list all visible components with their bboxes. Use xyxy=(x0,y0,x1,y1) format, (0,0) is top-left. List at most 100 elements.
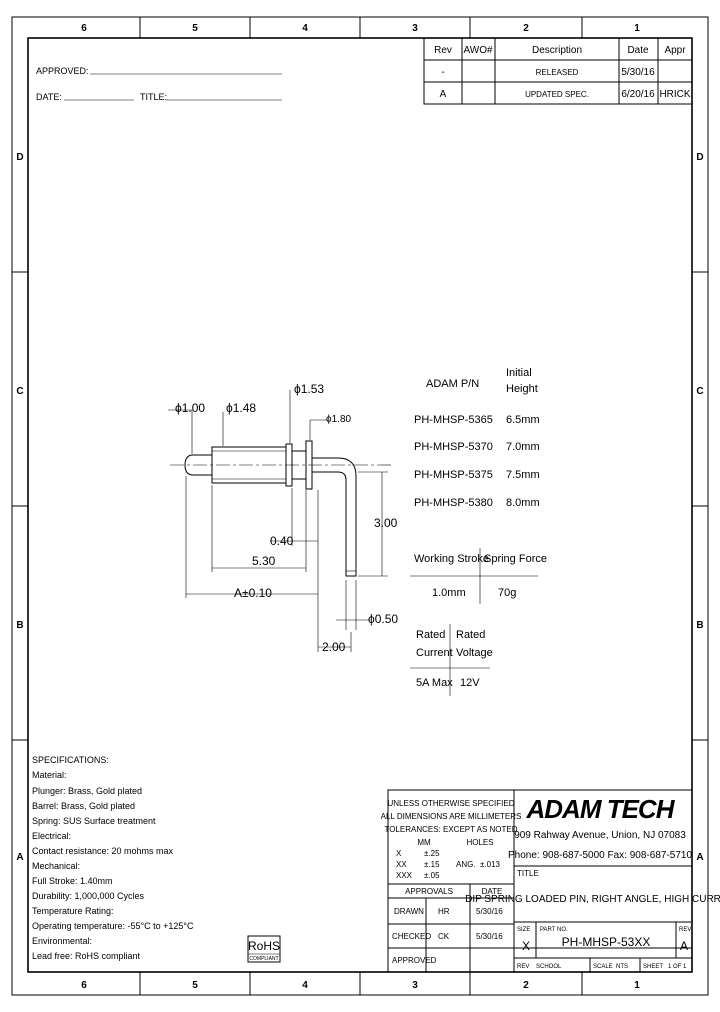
tol-xxx-value: ±.05 xyxy=(424,871,440,880)
tol-x-label: X xyxy=(396,849,402,858)
spec-line: Temperature Rating: xyxy=(32,906,114,916)
column-labels: 6 5 4 3 2 1 6 5 4 3 2 1 xyxy=(81,23,640,991)
part-row-pn: PH-MHSP-5380 xyxy=(414,497,493,509)
approval-header: APPROVED: DATE: TITLE: xyxy=(36,66,282,102)
part-row-height: 6.5mm xyxy=(506,414,540,426)
spec-line: Mechanical: xyxy=(32,861,80,871)
row-label-right: B xyxy=(696,620,703,631)
sheet-label: SHEET xyxy=(643,964,663,970)
voltage-header-1: Rated xyxy=(456,629,485,641)
approved-label: APPROVED: xyxy=(36,66,89,76)
zone-ticks xyxy=(12,17,708,995)
col-label-bottom: 2 xyxy=(523,980,529,991)
tail xyxy=(312,457,357,577)
title-label: TITLE: xyxy=(140,92,167,102)
current-header-1: Rated xyxy=(416,629,445,641)
rev-header-appr: Appr xyxy=(664,45,686,56)
col-label-bottom: 4 xyxy=(302,980,308,991)
approval-date: 5/30/16 xyxy=(476,907,503,916)
stroke-value: 1.0mm xyxy=(432,587,466,599)
rev-row-date: 5/30/16 xyxy=(621,67,655,78)
pin-drawing xyxy=(170,440,392,577)
dim-tail-height: 3.00 xyxy=(374,516,398,530)
company-address: 909 Rahway Avenue, Union, NJ 07083 xyxy=(514,830,686,841)
title-block: UNLESS OTHERWISE SPECIFIED ALL DIMENSION… xyxy=(381,789,720,973)
collar xyxy=(305,440,313,490)
part-header-pn: ADAM P/N xyxy=(426,378,479,390)
scale-label: SCALE xyxy=(593,964,613,970)
spec-line: SPECIFICATIONS: xyxy=(32,755,109,765)
rev-value: A xyxy=(680,939,688,953)
part-number: PH-MHSP-53XX xyxy=(562,935,651,949)
current-value: 5A Max xyxy=(416,677,453,689)
col-label-top: 1 xyxy=(634,23,640,34)
row-label-left: C xyxy=(16,386,23,397)
tol-xxx-label: XXX xyxy=(396,871,413,880)
col-label-top: 6 xyxy=(81,23,87,34)
voltage-value: 12V xyxy=(460,677,480,689)
size-label: SIZE xyxy=(517,927,530,933)
dim-collar-dia: ϕ1.80 xyxy=(326,414,352,425)
tol-xx-label: XX xyxy=(396,860,407,869)
rev-header-description: Description xyxy=(532,45,582,56)
specifications: SPECIFICATIONS: Material: Plunger: Brass… xyxy=(32,755,194,961)
approvals-header: APPROVALS xyxy=(405,887,453,896)
col-label-bottom: 1 xyxy=(634,980,640,991)
tol-line: TOLERANCES: EXCEPT AS NOTED xyxy=(384,825,517,834)
approvals-date-header: DATE xyxy=(482,887,503,896)
row-label-left: D xyxy=(16,152,23,163)
spec-line: Contact resistance: 20 mohms max xyxy=(32,846,174,856)
approval-role: APPROVED xyxy=(392,956,437,965)
approval-name: CK xyxy=(438,932,450,941)
tol-line: MM xyxy=(417,838,431,847)
spec-line: Material: xyxy=(32,770,67,780)
sheet-value: 1 OF 1 xyxy=(668,964,687,970)
spec-line: Environmental: xyxy=(32,936,92,946)
rohs-mark: RoHS COMPLIANT xyxy=(247,935,281,963)
spec-line: Lead free: RoHS compliant xyxy=(32,951,141,961)
dim-overall-length: A±0.10 xyxy=(234,586,272,600)
row-label-left: B xyxy=(16,620,23,631)
tol-angle-label: ANG. xyxy=(456,860,476,869)
spec-line: Plunger: Brass, Gold plated xyxy=(32,786,142,796)
rating-table: Rated Current Rated Voltage 5A Max 12V xyxy=(410,624,493,696)
dim-plunger-dia: ϕ1.00 xyxy=(175,401,205,415)
part-row-pn: PH-MHSP-5375 xyxy=(414,469,493,481)
col-label-bottom: 3 xyxy=(412,980,418,991)
date-label: DATE: xyxy=(36,92,62,102)
rev-row-rev: - xyxy=(441,67,444,78)
approval-role: DRAWN xyxy=(394,907,424,916)
spec-line: Barrel: Brass, Gold plated xyxy=(32,801,135,811)
force-header: Spring Force xyxy=(484,553,547,565)
part-row-height: 8.0mm xyxy=(506,497,540,509)
stroke-header: Working Stroke xyxy=(414,553,489,565)
spec-line: Full Stroke: 1.40mm xyxy=(32,876,113,886)
col-label-top: 4 xyxy=(302,23,308,34)
title-label-small: TITLE xyxy=(517,869,539,878)
col-label-top: 2 xyxy=(523,23,529,34)
dim-body-length: 5.30 xyxy=(252,554,276,568)
sheet-rev-value: SCHOOL xyxy=(536,964,562,970)
rev-label: REV xyxy=(679,927,691,933)
tol-line: HOLES xyxy=(466,838,493,847)
drawing-title: DIP SPRING LOADED PIN, RIGHT ANGLE, HIGH… xyxy=(465,894,720,905)
row-label-right: C xyxy=(696,386,703,397)
company-phone: Phone: 908-687-5000 Fax: 908-687-5710 xyxy=(508,850,692,861)
dim-tail-dia: ϕ0.50 xyxy=(368,612,398,626)
tol-xx-value: ±.15 xyxy=(424,860,440,869)
size-value: X xyxy=(522,939,530,953)
part-header-height-1: Initial xyxy=(506,367,532,379)
plunger xyxy=(184,454,212,476)
part-row-height: 7.5mm xyxy=(506,469,540,481)
rohs-text: RoHS xyxy=(248,939,280,953)
company-name: ADAM TECH xyxy=(526,794,676,824)
dim-tail-offset: 2.00 xyxy=(322,640,346,654)
scale-value: NTS xyxy=(616,964,628,970)
col-label-top: 5 xyxy=(192,23,198,34)
force-value: 70g xyxy=(498,587,516,599)
part-header-height-2: Height xyxy=(506,383,538,395)
voltage-header-2: Voltage xyxy=(456,647,493,659)
tol-angle-value: ±.013 xyxy=(480,860,501,869)
part-table: ADAM P/N Initial Height PH-MHSP-5365 6.5… xyxy=(414,367,540,509)
